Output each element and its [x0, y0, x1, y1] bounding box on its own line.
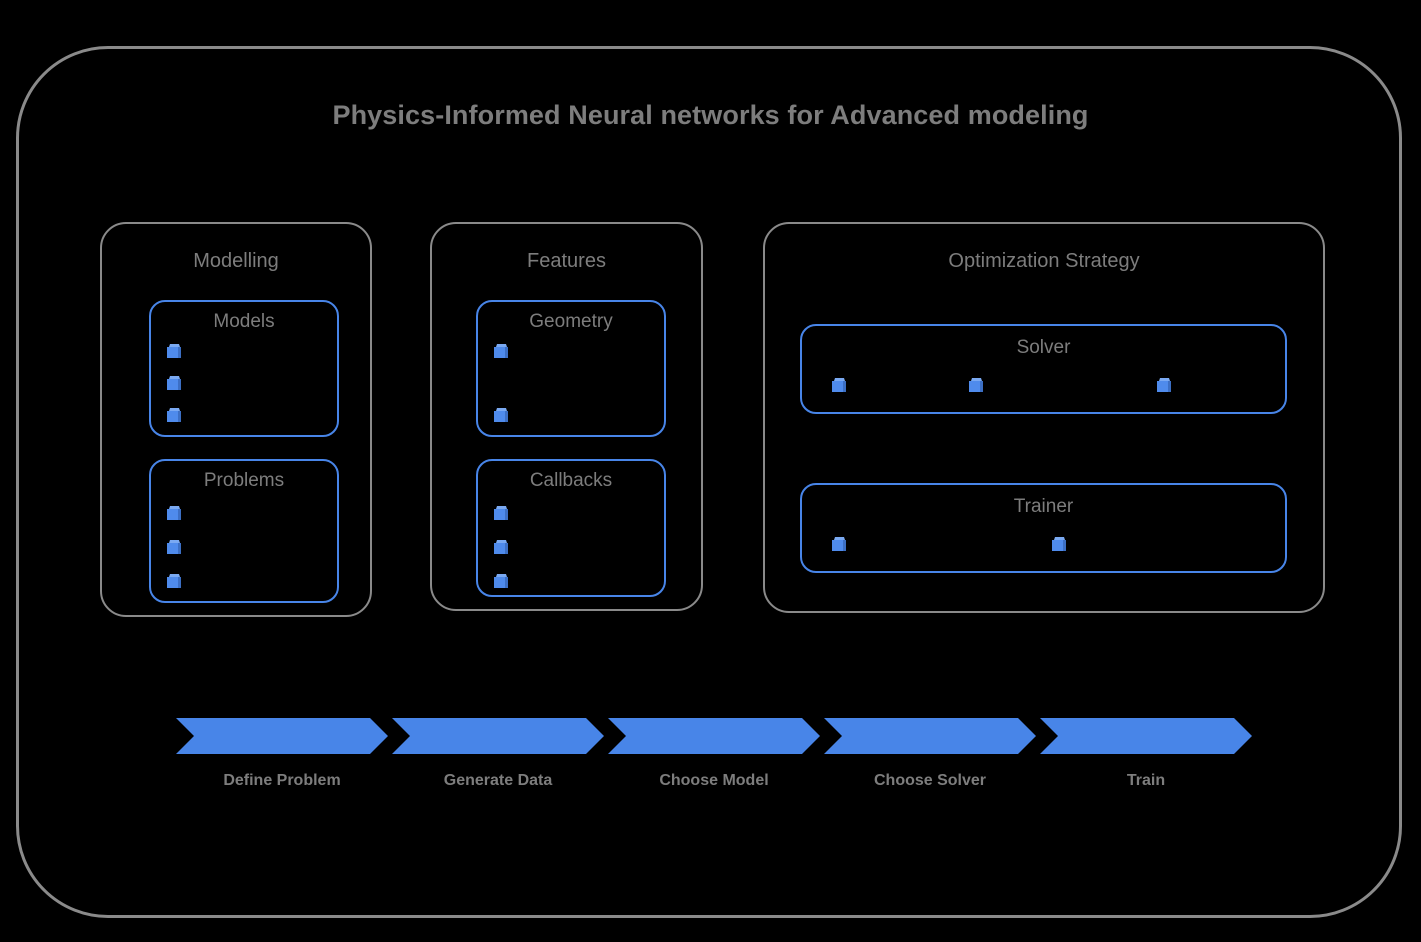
blue-box-trainer[interactable]: Trainer [800, 483, 1287, 573]
workflow-step-chevron[interactable] [392, 718, 604, 754]
workflow-step-chevron[interactable] [176, 718, 388, 754]
cube-bullet-icon [167, 506, 181, 520]
cube-bullet-icon [494, 506, 508, 520]
group-title-modelling: Modelling [193, 250, 279, 272]
workflow-step-label: Choose Model [659, 772, 769, 789]
blue-box-title-problems: Problems [203, 470, 285, 491]
cube-bullet-icon [167, 540, 181, 554]
cube-bullet-icon [832, 378, 846, 392]
blue-box-solver[interactable]: Solver [800, 324, 1287, 414]
cube-bullet-icon [1052, 537, 1066, 551]
group-panel-modelling[interactable]: Modelling Models Problems [100, 222, 372, 617]
blue-box-title-trainer: Trainer [1013, 496, 1074, 517]
workflow-flow: Define Problem Generate Data Choose Mode… [176, 718, 1216, 789]
cube-bullet-icon [494, 408, 508, 422]
blue-box-title-solver: Solver [1016, 337, 1071, 358]
cube-bullet-icon [1157, 378, 1171, 392]
workflow-step-chevron[interactable] [608, 718, 820, 754]
outer-frame [16, 46, 1402, 918]
blue-box-models[interactable]: Models [149, 300, 339, 437]
blue-box-callbacks[interactable]: Callbacks [476, 459, 666, 597]
cube-bullet-icon [167, 376, 181, 390]
workflow-step-label: Define Problem [223, 772, 341, 789]
group-title-features: Features [527, 250, 606, 272]
cube-bullet-icon [167, 574, 181, 588]
group-panel-optimization-strategy[interactable]: Optimization Strategy Solver Trainer [763, 222, 1325, 613]
cube-bullet-icon [832, 537, 846, 551]
workflow-step-chevron[interactable] [824, 718, 1036, 754]
cube-bullet-icon [167, 344, 181, 358]
group-title-optimization-strategy: Optimization Strategy [948, 250, 1140, 272]
blue-box-problems[interactable]: Problems [149, 459, 339, 603]
workflow-step-label: Generate Data [443, 772, 553, 789]
cube-bullet-icon [969, 378, 983, 392]
workflow-step-chevron[interactable] [1040, 718, 1252, 754]
cube-bullet-icon [494, 540, 508, 554]
cube-bullet-icon [494, 344, 508, 358]
blue-box-title-geometry: Geometry [529, 311, 613, 332]
blue-box-title-models: Models [213, 311, 275, 332]
workflow-step-label: Choose Solver [873, 772, 987, 789]
blue-box-title-callbacks: Callbacks [529, 470, 613, 491]
page-title: Physics-Informed Neural networks for Adv… [332, 100, 1089, 130]
cube-bullet-icon [167, 408, 181, 422]
cube-bullet-icon [494, 574, 508, 588]
blue-box-geometry[interactable]: Geometry [476, 300, 666, 437]
workflow-step-label: Train [1126, 772, 1166, 789]
group-panel-features[interactable]: Features Geometry Callbacks [430, 222, 703, 611]
